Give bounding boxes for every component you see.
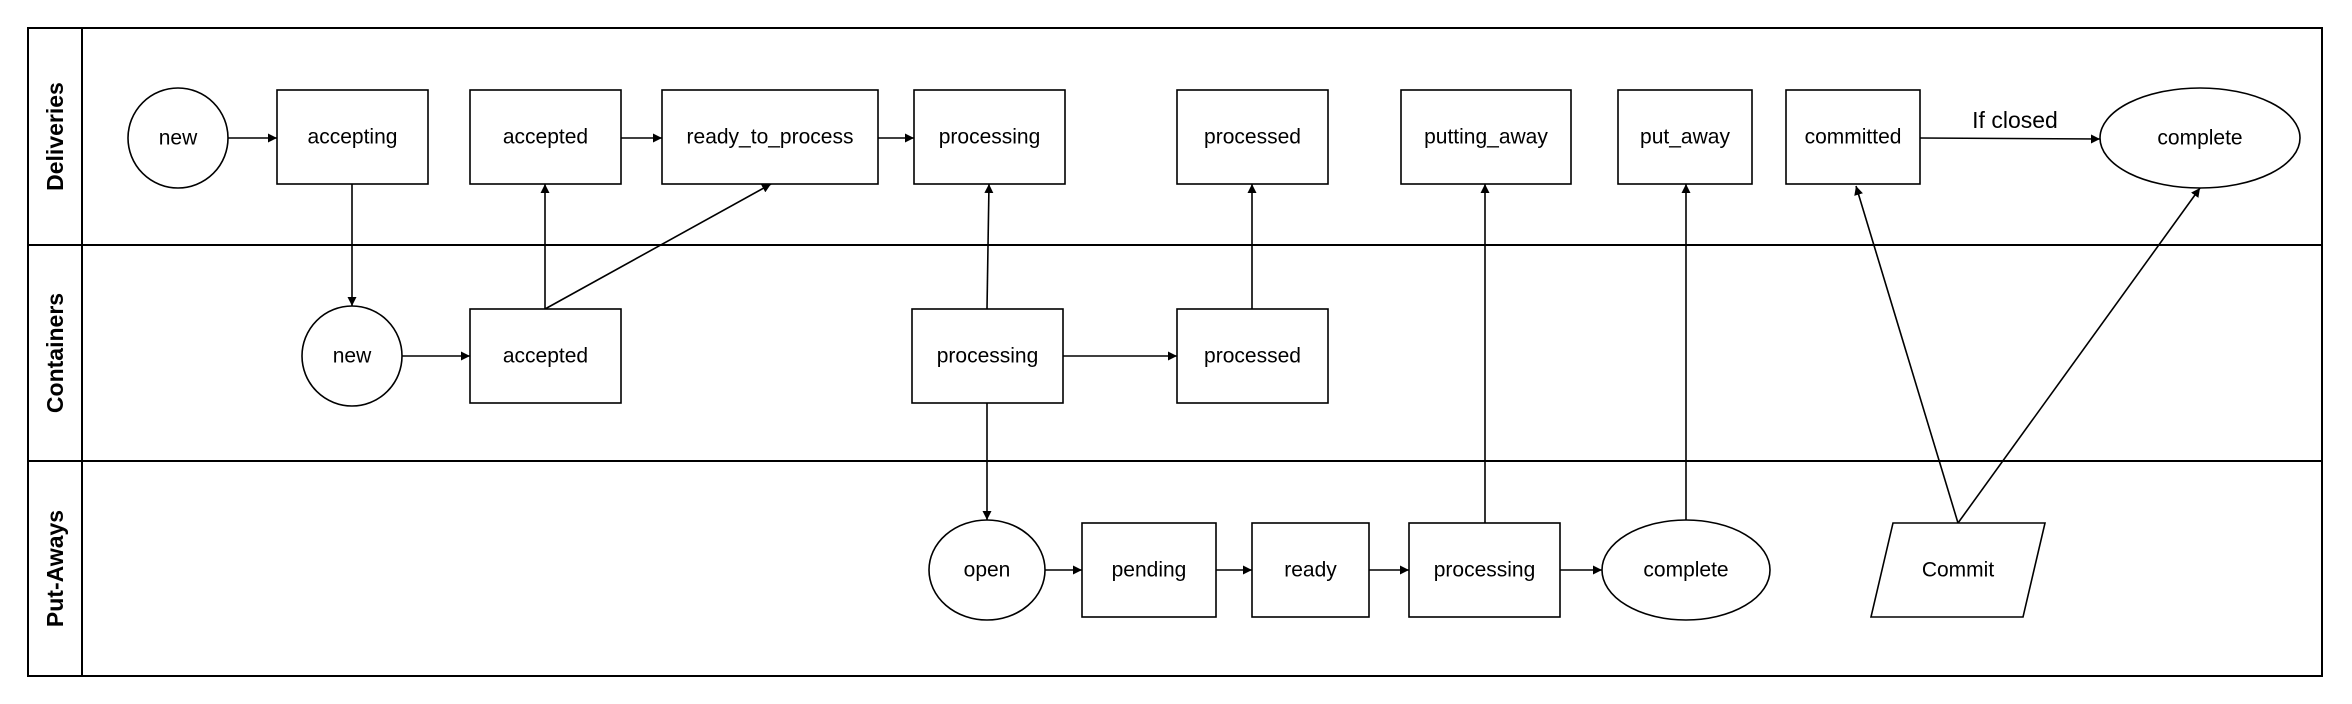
- lane-title-deliveries: Deliveries: [42, 82, 68, 191]
- node-c-accepted[interactable]: accepted: [469, 308, 622, 404]
- node-shape-rect[interactable]: [1081, 522, 1217, 618]
- node-c-new[interactable]: new: [301, 305, 403, 407]
- node-label: ready: [1284, 559, 1337, 582]
- node-shape-rect[interactable]: [469, 308, 622, 404]
- node-shape-rect[interactable]: [1617, 89, 1753, 185]
- node-d-putting-away[interactable]: putting_away: [1400, 89, 1572, 185]
- node-d-committed[interactable]: committed: [1785, 89, 1921, 185]
- node-label: complete: [1643, 559, 1728, 582]
- node-d-processing[interactable]: processing: [913, 89, 1066, 185]
- edge-label-d-committed-to-d-complete: If closed: [1972, 107, 2058, 133]
- node-label: processing: [1434, 559, 1536, 582]
- node-shape-ellipse[interactable]: [2099, 87, 2301, 189]
- node-shape-rect[interactable]: [1785, 89, 1921, 185]
- node-label: open: [964, 559, 1011, 582]
- node-c-processing[interactable]: processing: [911, 308, 1064, 404]
- node-label: Commit: [1922, 559, 1994, 582]
- node-p-pending[interactable]: pending: [1081, 522, 1217, 618]
- node-label: accepted: [503, 126, 588, 149]
- node-shape-rect[interactable]: [1251, 522, 1370, 618]
- node-d-put-away[interactable]: put_away: [1617, 89, 1753, 185]
- node-label: accepted: [503, 345, 588, 368]
- edges-layer: If closed: [228, 107, 2201, 575]
- node-label: new: [333, 345, 372, 368]
- node-shape-ellipse[interactable]: [928, 519, 1046, 621]
- node-label: committed: [1805, 126, 1902, 149]
- node-shape-rect[interactable]: [1176, 89, 1329, 185]
- node-p-complete[interactable]: complete: [1601, 519, 1771, 621]
- node-shape-rect[interactable]: [661, 89, 879, 185]
- node-d-complete[interactable]: complete: [2099, 87, 2301, 189]
- edge-c-accepted-to-d-ready: [544, 183, 772, 310]
- node-p-ready[interactable]: ready: [1251, 522, 1370, 618]
- node-d-accepted[interactable]: accepted: [469, 89, 622, 185]
- lane-title-putaways: Put-Aways: [42, 510, 68, 627]
- node-label: ready_to_process: [687, 126, 854, 149]
- node-shape-circle[interactable]: [301, 305, 403, 407]
- node-p-processing[interactable]: processing: [1408, 522, 1561, 618]
- node-p-commit[interactable]: Commit: [1869, 522, 2047, 618]
- edge-c-processing-to-d-processing: [984, 183, 994, 310]
- node-label: processing: [939, 126, 1041, 149]
- edge-d-committed-to-d-complete: [1919, 134, 2101, 144]
- node-label: accepting: [308, 126, 398, 149]
- node-shape-ellipse[interactable]: [1601, 519, 1771, 621]
- node-label: complete: [2157, 127, 2242, 150]
- node-label: processed: [1204, 126, 1301, 149]
- node-shape-rect[interactable]: [276, 89, 429, 185]
- node-shape-rect[interactable]: [1176, 308, 1329, 404]
- node-shape-circle[interactable]: [127, 87, 229, 189]
- node-shape-rect[interactable]: [913, 89, 1066, 185]
- node-c-processed[interactable]: processed: [1176, 308, 1329, 404]
- node-label: pending: [1112, 559, 1187, 582]
- node-shape-rect[interactable]: [1400, 89, 1572, 185]
- pool-frame: [27, 27, 2323, 677]
- node-label: processed: [1204, 345, 1301, 368]
- edge-p-commit-to-d-complete: [1957, 187, 2201, 524]
- node-shape-rect[interactable]: [911, 308, 1064, 404]
- node-p-open[interactable]: open: [928, 519, 1046, 621]
- node-shape-parallelogram[interactable]: [1869, 522, 2047, 618]
- node-shape-rect[interactable]: [1408, 522, 1561, 618]
- node-d-new[interactable]: new: [127, 87, 229, 189]
- node-d-processed[interactable]: processed: [1176, 89, 1329, 185]
- node-label: putting_away: [1424, 126, 1548, 149]
- node-d-accepting[interactable]: accepting: [276, 89, 429, 185]
- edge-p-commit-to-d-committed: [1854, 185, 1959, 524]
- node-shape-rect[interactable]: [469, 89, 622, 185]
- lane-title-containers: Containers: [42, 293, 68, 413]
- node-d-ready[interactable]: ready_to_process: [661, 89, 879, 185]
- node-label: new: [159, 127, 198, 150]
- node-label: processing: [937, 345, 1039, 368]
- node-label: put_away: [1640, 126, 1730, 149]
